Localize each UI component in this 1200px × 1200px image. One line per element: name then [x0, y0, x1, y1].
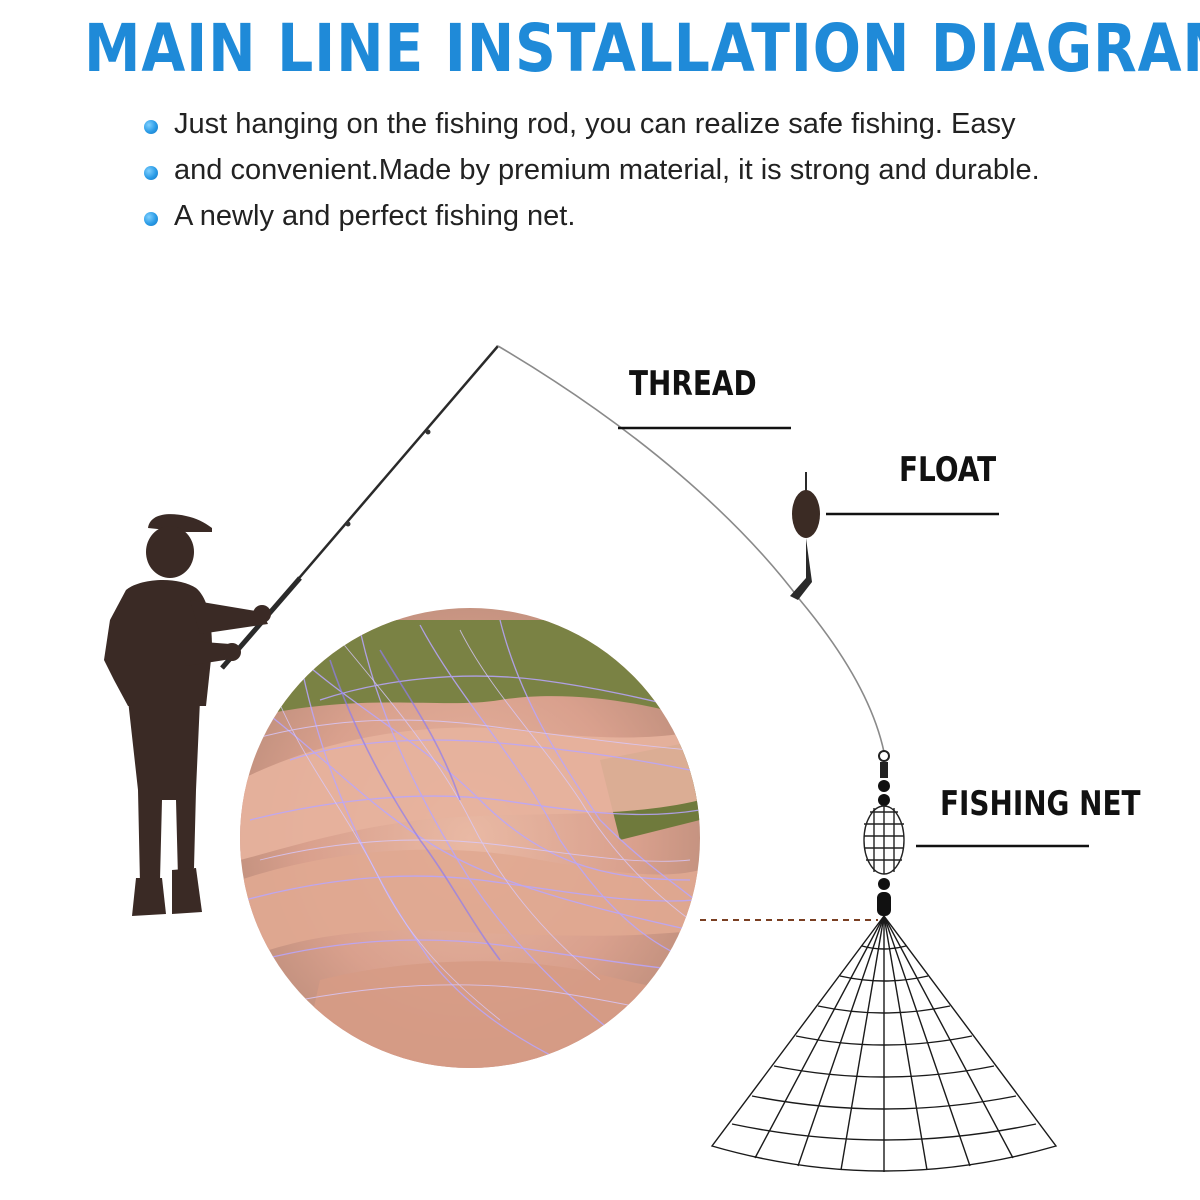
bullet-item: and convenient.Made by premium material,…: [140, 154, 1160, 200]
fisherman-icon: [104, 514, 271, 916]
bullet-item: Just hanging on the fishing rod, you can…: [140, 108, 1160, 154]
float-label: FLOAT: [899, 450, 997, 490]
net-closeup-photo: [240, 608, 700, 1068]
bullet-text: A newly and perfect fishing net.: [174, 200, 576, 232]
bullet-dot-icon: [144, 212, 158, 226]
bullet-list: Just hanging on the fishing rod, you can…: [140, 108, 1160, 246]
bullet-dot-icon: [144, 166, 158, 180]
net-cage-icon: [863, 805, 905, 875]
bullet-item: A newly and perfect fishing net.: [140, 200, 1160, 246]
thread-label: THREAD: [629, 364, 757, 404]
float-icon: [790, 472, 820, 600]
thread-line: [497, 345, 885, 753]
bullet-text: Just hanging on the fishing rod, you can…: [174, 108, 1016, 140]
bullet-text: and convenient.Made by premium material,…: [174, 154, 1040, 186]
fishing-net-label: FISHING NET: [940, 784, 1141, 824]
diagram-title: MAIN LINE INSTALLATION DIAGRAM: [84, 10, 1200, 87]
swivel-icon: [878, 750, 890, 806]
bullet-dot-icon: [144, 120, 158, 134]
sinker-icon: [877, 878, 891, 916]
cone-net-icon: [710, 914, 1058, 1172]
